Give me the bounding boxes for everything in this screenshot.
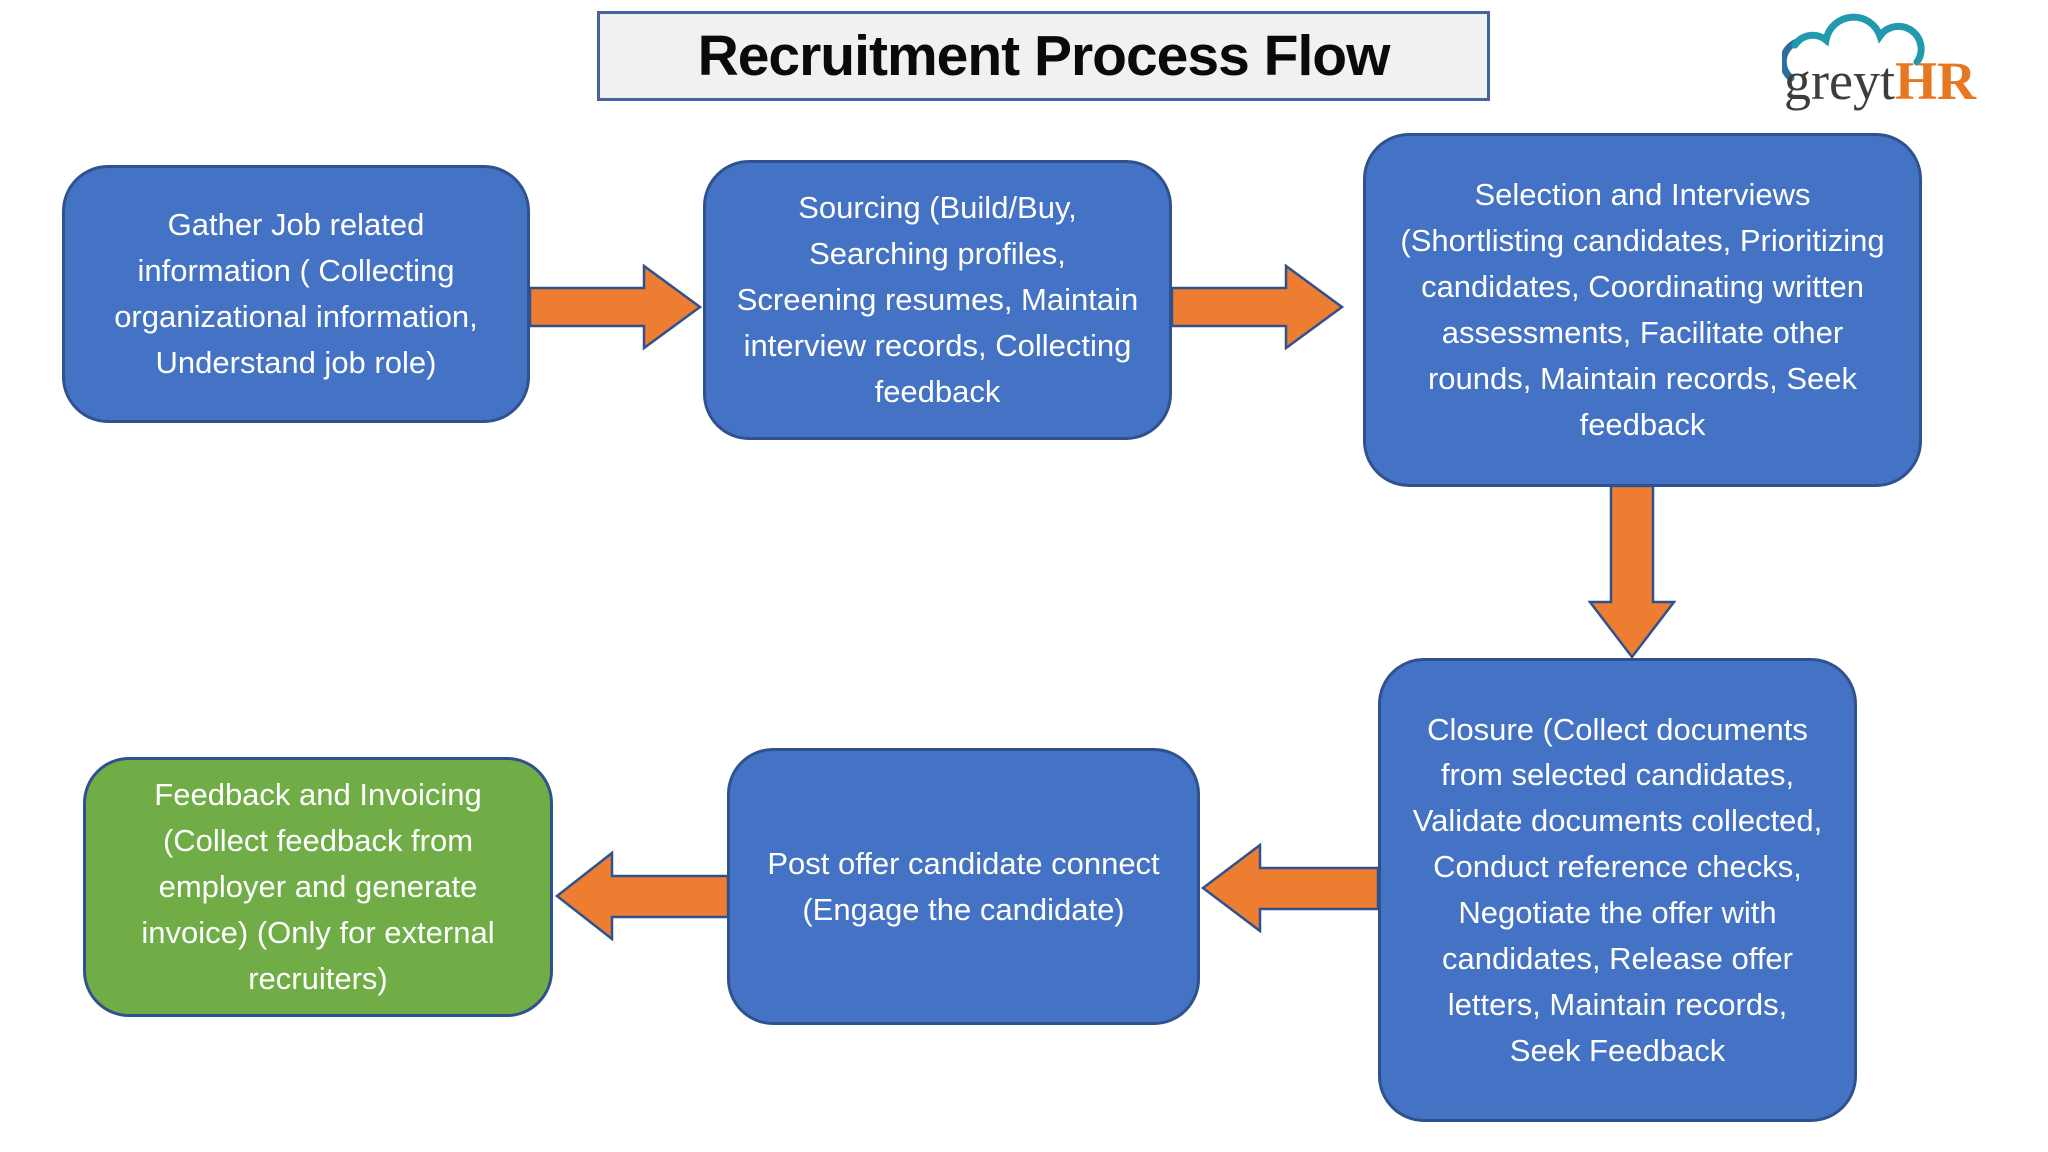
brand-logo: greytHR [1778, 6, 2046, 128]
connector-arrow-left-post-offer-to-feedback [554, 850, 730, 941]
connector-arrow-down-selection-to-closure [1588, 484, 1676, 660]
node-closure-label: Closure (Collect documents from selected… [1412, 711, 1823, 1068]
node-closure: Closure (Collect documents from selected… [1378, 658, 1857, 1122]
brand-name-suffix: HR [1894, 51, 1976, 111]
brand-name-prefix: greyt [1784, 51, 1895, 111]
node-post-offer-candidate-connect-label: Post offer candidate connect (Engage the… [767, 845, 1160, 927]
node-selection-and-interviews: Selection and Interviews (Shortlisting c… [1363, 133, 1922, 487]
node-post-offer-candidate-connect: Post offer candidate connect (Engage the… [727, 748, 1200, 1025]
node-feedback-and-invoicing: Feedback and Invoicing (Collect feedback… [83, 757, 553, 1017]
node-gather-job-information: Gather Job related information ( Collect… [62, 165, 530, 423]
page-title: Recruitment Process Flow [597, 11, 1490, 101]
cloud-outline-icon [1782, 13, 1925, 82]
node-gather-job-information-label: Gather Job related information ( Collect… [114, 207, 478, 380]
brand-name: greytHR [1784, 50, 2046, 112]
connector-arrow-right-gather-to-sourcing [528, 263, 703, 351]
connector-arrow-right-sourcing-to-selection [1170, 263, 1345, 351]
node-feedback-and-invoicing-label: Feedback and Invoicing (Collect feedback… [141, 777, 495, 996]
page-title-text: Recruitment Process Flow [697, 24, 1391, 88]
node-sourcing: Sourcing (Build/Buy, Searching profiles,… [703, 160, 1172, 440]
connector-arrow-left-closure-to-post-offer [1200, 842, 1380, 933]
node-sourcing-label: Sourcing (Build/Buy, Searching profiles,… [736, 190, 1139, 409]
node-selection-and-interviews-label: Selection and Interviews (Shortlisting c… [1400, 177, 1885, 442]
